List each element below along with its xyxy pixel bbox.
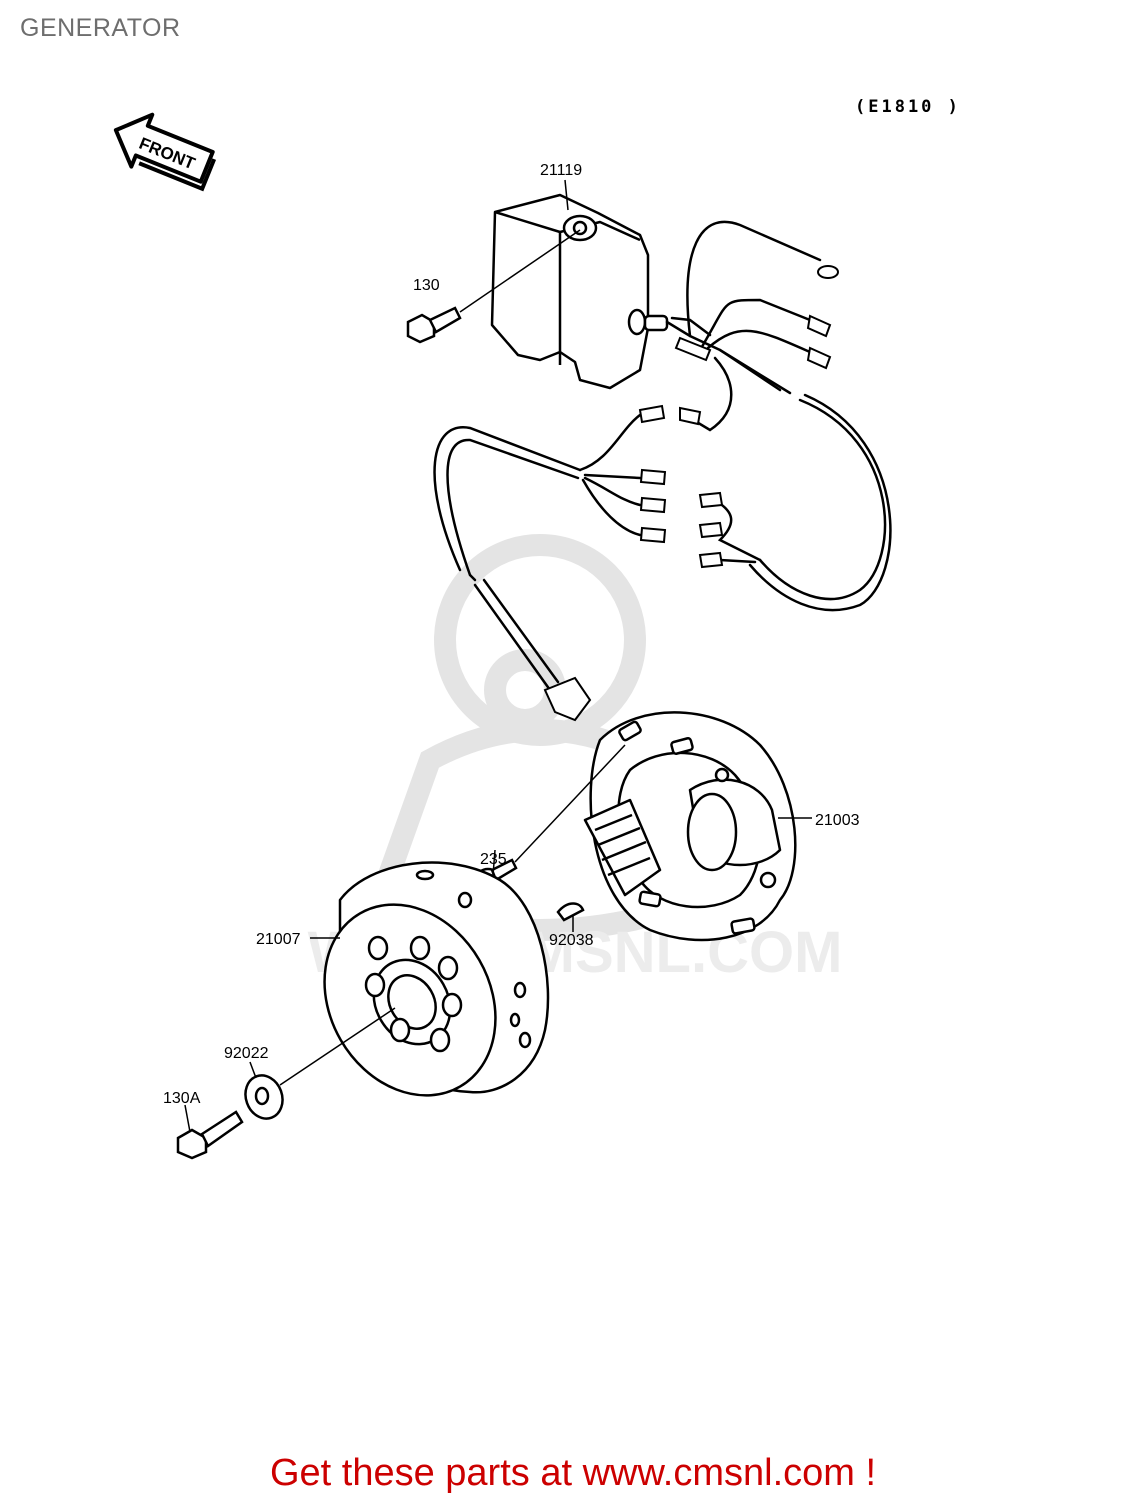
woodruff-key-92038 bbox=[556, 902, 585, 922]
leader-92022-label bbox=[249, 1061, 257, 1079]
part-label-92022: 92022 bbox=[224, 1045, 269, 1062]
cta-link[interactable]: Get these parts at www.cmsnl.com ! bbox=[269, 1452, 877, 1494]
washer-92022 bbox=[244, 1074, 284, 1120]
part-label-130a: 130A bbox=[163, 1090, 201, 1107]
flywheel-rotor bbox=[323, 861, 550, 1097]
leader-130a bbox=[184, 1104, 191, 1133]
part-label-235: 235 bbox=[480, 851, 507, 868]
cdi-unit bbox=[490, 193, 669, 390]
page-title: GENERATOR bbox=[20, 14, 181, 42]
reference-code: (E1810 ) bbox=[855, 97, 961, 117]
wiring-harness bbox=[433, 220, 892, 692]
part-label-21119: 21119 bbox=[540, 162, 582, 179]
bolt-130 bbox=[406, 306, 462, 344]
part-label-130: 130 bbox=[413, 277, 440, 294]
part-label-92038: 92038 bbox=[549, 932, 594, 949]
part-label-21003: 21003 bbox=[815, 812, 860, 829]
leader-21119 bbox=[564, 179, 569, 211]
front-arrow-icon bbox=[113, 112, 217, 192]
bolt-130a bbox=[176, 1110, 244, 1160]
leader-130 bbox=[459, 229, 581, 313]
stator-assembly bbox=[583, 711, 797, 942]
leader-235 bbox=[514, 744, 626, 863]
leader-92022 bbox=[279, 1007, 396, 1086]
part-label-21007: 21007 bbox=[256, 931, 301, 948]
harness-connectors bbox=[543, 265, 839, 722]
